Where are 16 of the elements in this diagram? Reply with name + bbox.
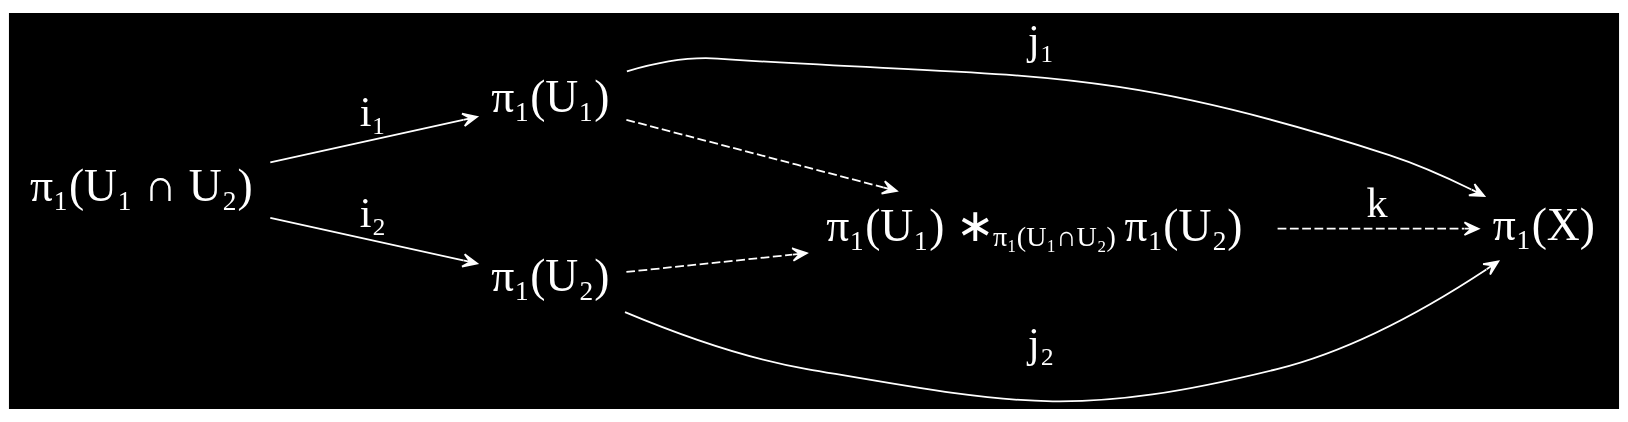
- node-text: π₁(X): [1492, 198, 1595, 250]
- arrow: [626, 57, 1486, 197]
- arrow: [1276, 221, 1480, 236]
- arrow: [269, 112, 478, 164]
- arrow: [624, 260, 1500, 402]
- node-text: π₁(U₁): [491, 70, 610, 122]
- node-text: π₁(U₁ ∩ U₂): [30, 160, 253, 212]
- arrow: [625, 118, 898, 195]
- node-text: π₁(U₂): [491, 249, 610, 301]
- arrow: [269, 216, 478, 268]
- edge-label: j₁: [1027, 15, 1055, 63]
- edge-label: i₁: [359, 87, 387, 135]
- arrow: [625, 247, 808, 273]
- edge-label: j₂: [1027, 319, 1055, 367]
- edge-label: k: [1366, 178, 1388, 226]
- edge-label: i₂: [359, 189, 387, 237]
